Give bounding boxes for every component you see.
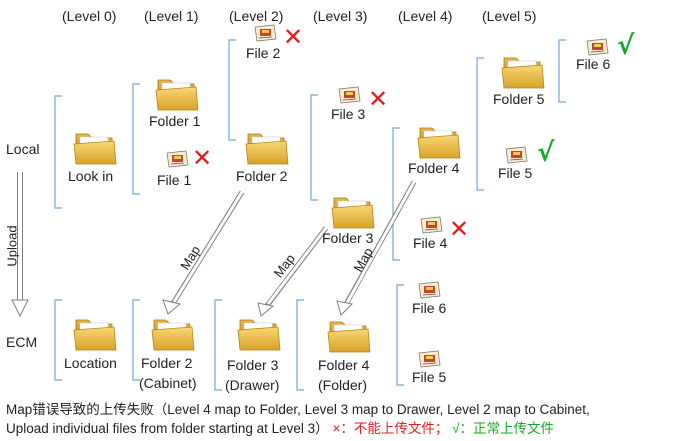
local-label: Local [6, 141, 40, 157]
caption-fail-legend: ×：不能上传文件； [332, 421, 449, 436]
ecm-label: ECM [6, 334, 38, 350]
fail-cross-icon: ✕ [449, 215, 470, 243]
level-3-header: (Level 3) [313, 8, 368, 24]
folder1-label: Folder 1 [149, 113, 201, 129]
upload-label: Upload [4, 225, 20, 267]
folder-icon [72, 128, 118, 168]
map-arrowheads [162, 299, 354, 317]
upload-arrow [11, 172, 29, 318]
file-icon [252, 24, 278, 42]
level-2-header: (Level 2) [229, 8, 284, 24]
folder-icon [150, 314, 196, 354]
level-4-header: (Level 4) [398, 8, 453, 24]
file-icon [416, 350, 442, 368]
folder-icon [500, 52, 546, 92]
bracket-folder4 [476, 57, 484, 191]
file-icon [418, 216, 444, 234]
caption-line-2: Upload individual files from folder star… [6, 419, 690, 438]
look-in-label: Look in [68, 168, 114, 184]
file4-label: File 4 [413, 235, 448, 251]
ecm-folder4-type: (Folder) [318, 377, 368, 393]
ecm-folder3-type: (Drawer) [225, 377, 280, 393]
file-icon [164, 150, 190, 168]
ecm-file5-label: File 5 [412, 369, 447, 385]
folder-icon [236, 314, 282, 354]
bracket-location [132, 299, 140, 381]
file1-label: File 1 [157, 172, 192, 188]
folder5-label: Folder 5 [493, 91, 545, 107]
file3-label: File 3 [331, 106, 366, 122]
map-arrows-inner [172, 181, 416, 305]
ecm-folder4-label: Folder 4 [318, 357, 370, 373]
success-check-icon: √ [617, 31, 635, 61]
file6-label: File 6 [576, 56, 611, 72]
file-icon [503, 146, 529, 164]
folder-icon [244, 128, 290, 168]
folder-icon [416, 122, 462, 162]
level-0-header: (Level 0) [62, 8, 117, 24]
folder-icon [330, 192, 376, 232]
level-5-header: (Level 5) [482, 8, 537, 24]
folder2-label: Folder 2 [236, 168, 288, 184]
tree-brackets [54, 39, 566, 391]
bracket-ecm-root [54, 299, 62, 381]
folder-icon [154, 74, 200, 114]
file-icon [416, 281, 442, 299]
success-check-icon: √ [537, 138, 555, 168]
caption-line-1: Map错误导致的上传失败（Level 4 map to Folder, Leve… [6, 402, 590, 417]
bracket-look-in [132, 83, 140, 195]
folder3-label: Folder 3 [322, 230, 374, 246]
ecm-folder2-type: (Cabinet) [139, 375, 197, 391]
ecm-file6-label: File 6 [412, 300, 447, 316]
bracket-folder5 [558, 39, 566, 103]
folder4-label: Folder 4 [408, 160, 460, 176]
bracket-folder2 [310, 94, 318, 201]
bracket-ecm-folder4 [396, 284, 404, 386]
bracket-ecm-folder3 [296, 299, 304, 391]
caption-line-2-main: Upload individual files from folder star… [6, 421, 329, 436]
folder-icon [72, 314, 118, 354]
fail-cross-icon: ✕ [192, 144, 213, 172]
fail-cross-icon: ✕ [283, 23, 304, 51]
file-icon [584, 38, 610, 56]
ecm-folder3-label: Folder 3 [227, 357, 279, 373]
file-icon [336, 86, 362, 104]
file2-label: File 2 [246, 45, 281, 61]
bracket-local-root [54, 95, 62, 209]
ecm-folder2-label: Folder 2 [141, 355, 193, 371]
folder-icon [326, 316, 372, 356]
location-label: Location [64, 355, 117, 371]
caption-ok-legend: √：正常上传文件 [452, 421, 555, 436]
level-1-header: (Level 1) [144, 8, 199, 24]
bracket-folder1 [228, 39, 236, 141]
bracket-folder3 [392, 127, 400, 261]
file5-label: File 5 [498, 165, 533, 181]
fail-cross-icon: ✕ [368, 85, 389, 113]
bracket-ecm-folder2 [214, 299, 222, 391]
caption: Map错误导致的上传失败（Level 4 map to Folder, Leve… [6, 400, 690, 438]
